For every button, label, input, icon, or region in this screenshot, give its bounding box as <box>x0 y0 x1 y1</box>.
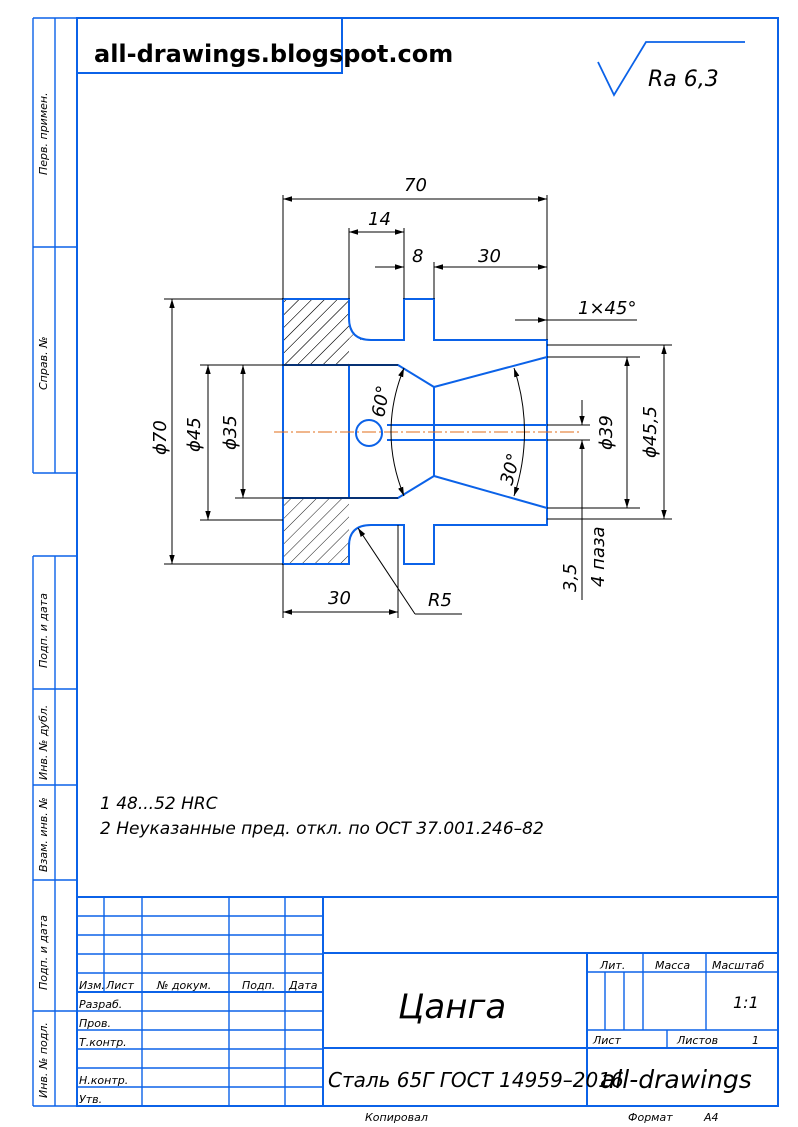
dim-3-5: 3,5 <box>560 563 581 592</box>
dim-14: 14 <box>368 209 391 230</box>
hdr-data: Дата <box>288 979 318 992</box>
format-label: Формат <box>628 1111 673 1124</box>
role-utv: Утв. <box>79 1093 102 1106</box>
dim-30-bottom: 30 <box>328 588 351 609</box>
dim-dia39: ϕ39 <box>596 415 617 450</box>
side-label-podp-data-1: Подп. и дата <box>37 593 50 668</box>
side-label-vzam-inv: Взам. инв. № <box>37 797 50 872</box>
site-title-box <box>76 17 343 74</box>
sheet-label: Лист <box>592 1034 621 1047</box>
dim-30-top: 30 <box>478 246 501 267</box>
role-razrab: Разраб. <box>79 998 122 1011</box>
dim-dia35: ϕ35 <box>220 415 241 450</box>
material: Сталь 65Г ГОСТ 14959–2016 <box>328 1068 624 1092</box>
side-label-perv-primen: Перв. примен. <box>37 92 50 175</box>
left-binding-strip <box>32 17 77 1107</box>
site-title: all-drawings.blogspot.com <box>94 40 453 68</box>
role-tkontr: Т.контр. <box>79 1036 127 1049</box>
lit-label: Лит. <box>599 959 625 972</box>
roughness-sign: Ra 6,3 <box>597 41 745 97</box>
dim-8: 8 <box>412 246 423 267</box>
side-labels: Перв. примен. Справ. № Подп. и дата Инв.… <box>37 92 50 1098</box>
dim-chamfer: 1×45° <box>578 298 636 319</box>
part-bore <box>283 356 548 509</box>
dimension-labels: 70 14 8 30 1×45° ϕ70 ϕ45 ϕ35 60° 30° ϕ39… <box>150 175 661 611</box>
part-inner-hole <box>387 424 547 441</box>
roughness-label: Ra 6,3 <box>648 67 719 92</box>
hdr-podp: Подп. <box>242 979 275 992</box>
format-value: А4 <box>703 1111 719 1124</box>
dim-70: 70 <box>404 175 427 196</box>
side-label-inv-dubl: Инв. № дубл. <box>37 705 50 780</box>
copied-label: Копировал <box>365 1111 428 1124</box>
dim-slots: 4 паза <box>588 526 609 587</box>
dim-angle60: 60° <box>368 384 394 419</box>
hdr-izm: Изм. <box>79 979 105 992</box>
outer-frame <box>76 17 779 1107</box>
role-nkontr: Н.контр. <box>79 1074 128 1087</box>
note-1: 1 48...52 HRC <box>100 794 218 814</box>
hdr-doc-no: № докум. <box>156 979 211 992</box>
scale-value: 1:1 <box>733 993 759 1012</box>
part-name: Цанга <box>398 987 506 1027</box>
mass-label: Масса <box>655 959 690 972</box>
hatch-section-bottom <box>283 498 349 564</box>
dim-dia70: ϕ70 <box>150 420 171 455</box>
dim-angle30: 30° <box>497 451 526 487</box>
slot-end-hole <box>355 419 383 447</box>
note-2: 2 Неуказанные пред. откл. по ОСТ 37.001.… <box>100 819 544 839</box>
hdr-list: Лист <box>105 979 134 992</box>
scale-label: Масштаб <box>712 959 764 972</box>
organisation: all-drawings <box>600 1065 752 1094</box>
dim-r5: R5 <box>428 590 452 611</box>
role-prov: Пров. <box>79 1017 111 1030</box>
dimensions <box>164 195 672 618</box>
sheets-label: Листов <box>676 1034 718 1047</box>
dim-dia45-5: ϕ45,5 <box>640 406 661 458</box>
hatch-section-top-fill <box>283 299 349 365</box>
side-label-sprav-no: Справ. № <box>37 336 50 390</box>
technical-notes: 1 48...52 HRC 2 Неуказанные пред. откл. … <box>100 794 544 839</box>
side-label-inv-podl: Инв. № подл. <box>37 1022 50 1098</box>
side-label-podp-data-2: Подп. и дата <box>37 915 50 990</box>
collet-part <box>274 298 580 565</box>
sheets-value: 1 <box>752 1034 759 1047</box>
title-block <box>77 896 778 1106</box>
title-block-text: Изм. Лист № докум. Подп. Дата Разраб. Пр… <box>79 959 764 1124</box>
dim-dia45: ϕ45 <box>184 417 205 452</box>
